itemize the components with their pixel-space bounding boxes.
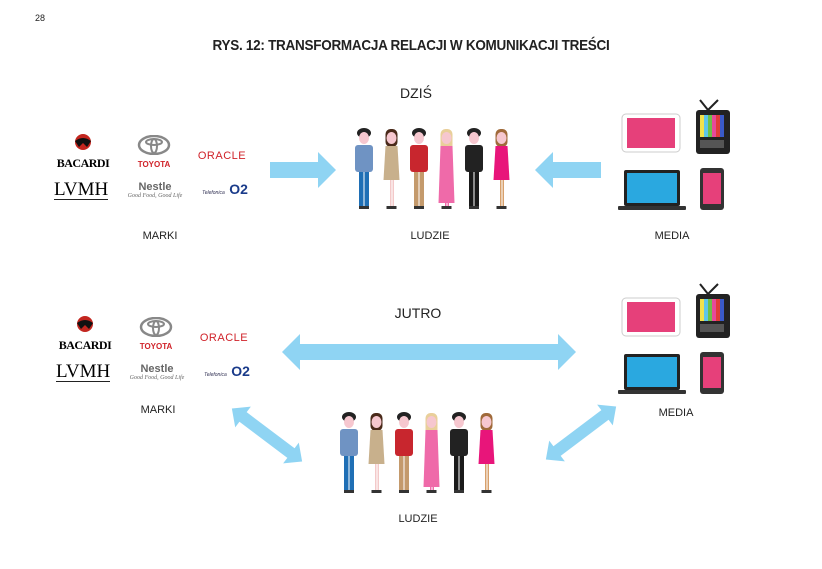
- double-arrow-brands-people: [231, 406, 303, 464]
- person-figure: [423, 413, 440, 493]
- bacardi-text: BACARDI: [58, 338, 112, 352]
- smartphone-icon: [700, 352, 724, 394]
- o2-text: O2: [229, 181, 248, 197]
- media-illustration: [618, 99, 730, 210]
- lvmh-logo: LVMH: [54, 179, 109, 200]
- media-illustration: [618, 283, 730, 394]
- nestle-tagline: Good Food, Good Life: [127, 193, 183, 199]
- nestle-tagline: Good Food, Good Life: [129, 375, 185, 381]
- people-illustration: [340, 412, 495, 493]
- double-arrow-brands-media: [282, 334, 576, 370]
- person-figure: [383, 129, 400, 209]
- toyota-text: TOYOTA: [137, 160, 171, 169]
- page-number: 28: [35, 13, 46, 23]
- person-figure: [368, 413, 385, 493]
- laptop-icon: [618, 170, 686, 210]
- figure-title: RYS. 12: TRANSFORMACJA RELACJI W KOMUNIK…: [212, 37, 610, 54]
- arrow-media-to-people: [535, 152, 601, 188]
- people-illustration: [355, 128, 510, 209]
- brands-label-today: MARKI: [142, 230, 178, 242]
- person-figure: [410, 128, 428, 209]
- nestle-text: Nestle: [138, 181, 172, 193]
- person-figure: [395, 412, 413, 493]
- tv-icon: [696, 99, 730, 154]
- person-figure: [450, 412, 468, 493]
- telefonica-text: Telefonica: [202, 190, 225, 196]
- people-group-today: [352, 128, 517, 218]
- person-figure: [465, 128, 483, 209]
- media-devices-today: [618, 98, 733, 218]
- bat-icon: [75, 134, 91, 150]
- toyota-logo: TOYOTA: [126, 316, 186, 351]
- today-heading: DZIŚ: [400, 85, 432, 101]
- o2-text: O2: [231, 363, 250, 379]
- o2-logo: Telefonica O2: [200, 181, 250, 199]
- smartphone-icon: [700, 168, 724, 210]
- people-label-tomorrow: LUDZIE: [398, 513, 438, 525]
- person-figure: [438, 129, 455, 209]
- toyota-logo: TOYOTA: [124, 134, 184, 169]
- toyota-emblem-icon: [137, 134, 171, 156]
- people-group-tomorrow: [337, 412, 502, 502]
- bat-icon: [77, 316, 93, 332]
- oracle-logo: ORACLE: [199, 332, 249, 344]
- tablet-icon: [621, 113, 681, 153]
- tomorrow-heading: JUTRO: [394, 305, 442, 321]
- double-arrow-media-people: [545, 404, 617, 462]
- tv-icon: [696, 283, 730, 338]
- lvmh-logo: LVMH: [56, 361, 111, 382]
- o2-logo: Telefonica O2: [202, 363, 252, 381]
- person-figure: [493, 129, 510, 209]
- brands-label-tomorrow: MARKI: [140, 404, 176, 416]
- person-figure: [355, 128, 373, 209]
- nestle-text: Nestle: [140, 363, 174, 375]
- bacardi-logo: BACARDI: [52, 133, 114, 171]
- bacardi-text: BACARDI: [56, 156, 110, 170]
- person-figure: [340, 412, 358, 493]
- person-figure: [478, 413, 495, 493]
- arrow-brands-to-people: [270, 152, 336, 188]
- media-devices-tomorrow: [618, 282, 733, 402]
- toyota-emblem-icon: [139, 316, 173, 338]
- tablet-icon: [621, 297, 681, 337]
- telefonica-text: Telefonica: [204, 372, 227, 378]
- media-label-today: MEDIA: [654, 230, 690, 242]
- bacardi-logo: BACARDI: [54, 315, 116, 353]
- media-label-tomorrow: MEDIA: [658, 407, 694, 419]
- people-label-today: LUDZIE: [410, 230, 450, 242]
- laptop-icon: [618, 354, 686, 394]
- oracle-logo: ORACLE: [197, 150, 247, 162]
- toyota-text: TOYOTA: [139, 342, 173, 351]
